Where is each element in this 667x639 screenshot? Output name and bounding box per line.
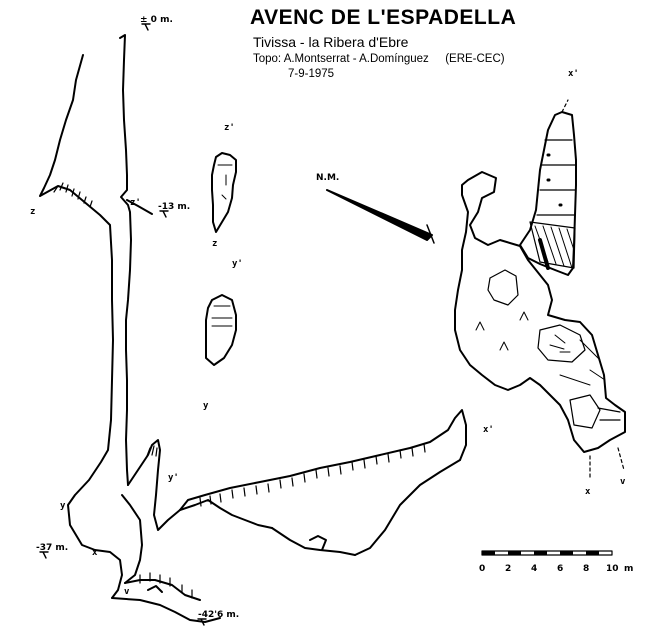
scale-tick-0: 0 xyxy=(479,564,485,574)
label-x-prime: x' xyxy=(483,425,494,435)
surveyors-text: Topo: A.Montserrat - A.Domínguez xyxy=(253,53,429,65)
depth-marks xyxy=(39,23,207,626)
depth-label-surface: ± 0 m. xyxy=(140,15,173,25)
survey-date: 7-9-1975 xyxy=(288,68,335,80)
section-traces xyxy=(561,99,625,481)
scale-tick-10: 10 xyxy=(606,564,619,574)
label-x: x xyxy=(92,548,98,558)
profile-left-wall xyxy=(39,54,114,551)
cross-section-z xyxy=(211,152,237,233)
label-z: z xyxy=(30,207,35,217)
label-v: v xyxy=(124,587,130,597)
cave-plan-view xyxy=(454,111,626,453)
depth-label-42: -42'6 m. xyxy=(198,610,239,620)
plan-upper-passage xyxy=(519,111,577,276)
cross-section-y xyxy=(205,294,237,366)
label-y: y xyxy=(60,501,66,511)
depth-label-37: -37 m. xyxy=(36,543,68,553)
profile-passage xyxy=(179,409,467,511)
north-arrow xyxy=(326,189,435,244)
scale-bar xyxy=(481,550,613,556)
label-section-z: z xyxy=(212,239,217,249)
depth-label-13: -13 m. xyxy=(158,202,190,212)
map-title: AVENC DE L'ESPADELLA xyxy=(250,6,517,29)
label-section-z-prime: z' xyxy=(224,123,235,133)
club-text: (ERE-CEC) xyxy=(445,53,505,65)
label-plan-v: v xyxy=(620,477,626,487)
location-subtitle: Tivissa - la Ribera d'Ebre xyxy=(253,34,409,50)
scale-labels: 0 2 4 6 8 10 m xyxy=(479,564,633,574)
profile-right-wall xyxy=(119,34,132,486)
plan-main-chamber xyxy=(454,171,626,453)
label-y-prime: y' xyxy=(168,473,179,483)
profile-lower-chamber xyxy=(94,549,123,599)
label-plan-x: x xyxy=(585,487,591,497)
label-plan-x-prime: x' xyxy=(568,69,579,79)
wall-hatching xyxy=(53,182,426,599)
scale-tick-2: 2 xyxy=(505,564,511,574)
plan-hatched-block xyxy=(529,221,576,269)
cave-profile-section xyxy=(39,34,467,623)
label-section-y-prime: y' xyxy=(232,259,243,269)
label-z-prime: z' xyxy=(130,198,141,208)
scale-unit: m xyxy=(624,564,633,574)
scale-tick-6: 6 xyxy=(557,564,563,574)
label-section-y: y xyxy=(203,401,209,411)
north-label: N.M. xyxy=(316,173,339,183)
scale-tick-4: 4 xyxy=(531,564,537,574)
profile-pillar xyxy=(127,439,181,531)
survey-credits: Topo: A.Montserrat - A.Domínguez (ERE-CE… xyxy=(253,53,505,65)
scale-tick-8: 8 xyxy=(583,564,589,574)
